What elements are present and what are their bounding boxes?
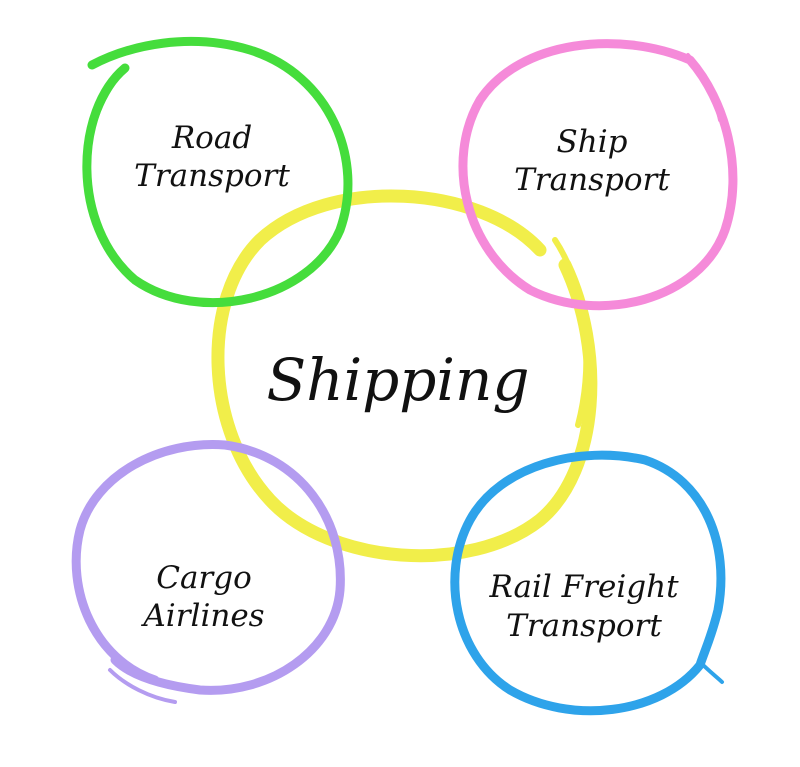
cargo-label-line1: Cargo xyxy=(156,560,252,596)
road-label-line1: Road xyxy=(171,120,252,156)
node-ship xyxy=(458,39,738,311)
cargo-label-line2: Airlines xyxy=(140,598,264,634)
node-cargo xyxy=(71,440,345,704)
cargo-ring-tail xyxy=(108,668,177,704)
rail-label-line1: Rail Freight xyxy=(488,569,679,605)
ship-label-line2: Transport xyxy=(514,162,670,198)
road-label-line2: Transport xyxy=(134,158,290,194)
cargo-ring-stroke xyxy=(71,440,345,695)
ship-label-line1: Ship xyxy=(557,124,628,160)
rail-ring-tail xyxy=(698,660,724,684)
node-road xyxy=(82,36,353,308)
rail-ring-stroke xyxy=(450,450,726,716)
road-ring-tail xyxy=(86,73,122,162)
ship-ring-stroke xyxy=(458,39,738,311)
road-ring-stroke xyxy=(82,36,353,308)
center-ring-tail xyxy=(552,237,590,428)
ship-ring-tail xyxy=(686,53,722,122)
node-rail xyxy=(450,450,726,716)
center-label: Shipping xyxy=(267,346,530,414)
rail-label-line2: Transport xyxy=(506,608,662,644)
